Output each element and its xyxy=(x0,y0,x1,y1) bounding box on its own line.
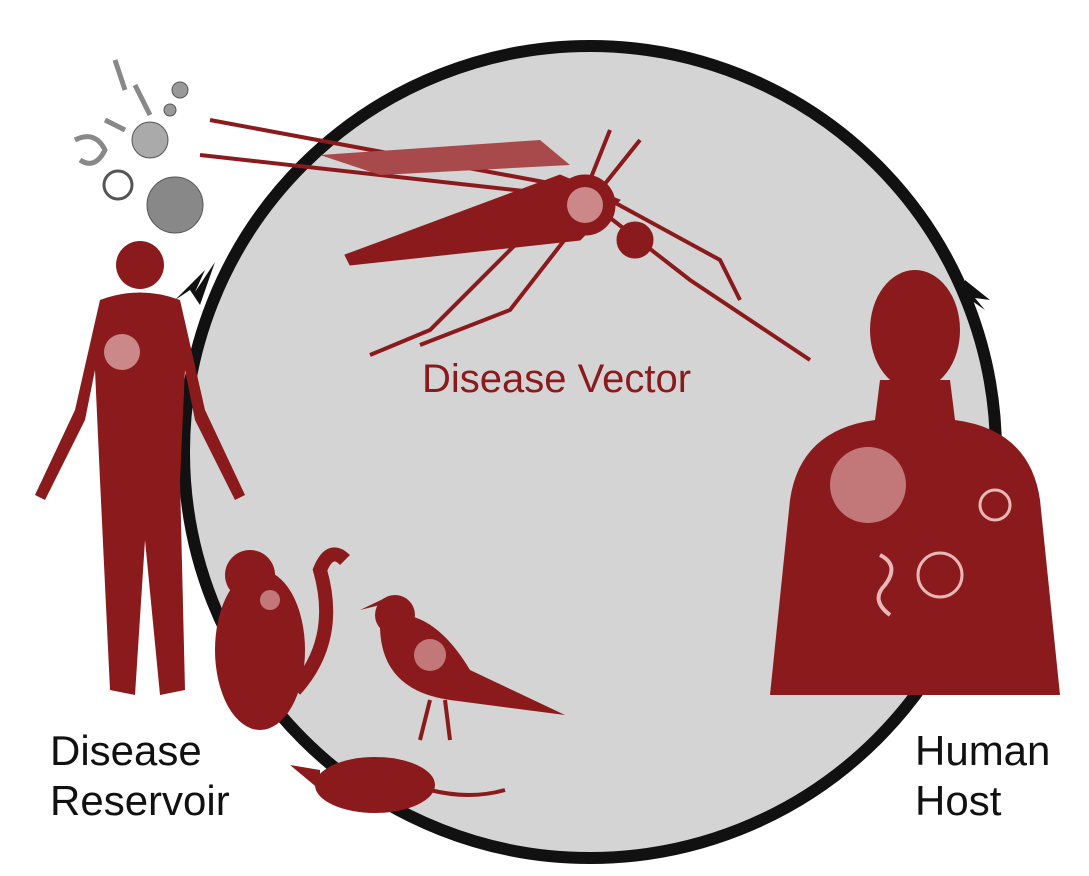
human-host-label-line1: Human xyxy=(915,727,1051,774)
human-host-label-line2: Host xyxy=(915,777,1002,824)
bird-icon xyxy=(360,595,565,741)
disease-vector-label: Disease Vector xyxy=(422,357,692,401)
cycle-arrow-icon xyxy=(175,262,215,305)
rat-icon xyxy=(290,757,506,813)
human-figure-icon xyxy=(35,241,245,695)
disease-reservoir-label-line1: Disease xyxy=(50,727,202,774)
monkey-icon xyxy=(215,547,350,730)
pathogens-icon xyxy=(73,59,204,234)
disease-reservoir-label-line2: Reservoir xyxy=(50,777,230,824)
mosquito-icon xyxy=(199,118,812,362)
human-torso-icon xyxy=(770,270,1060,695)
cycle-arrow-icon xyxy=(965,280,990,310)
